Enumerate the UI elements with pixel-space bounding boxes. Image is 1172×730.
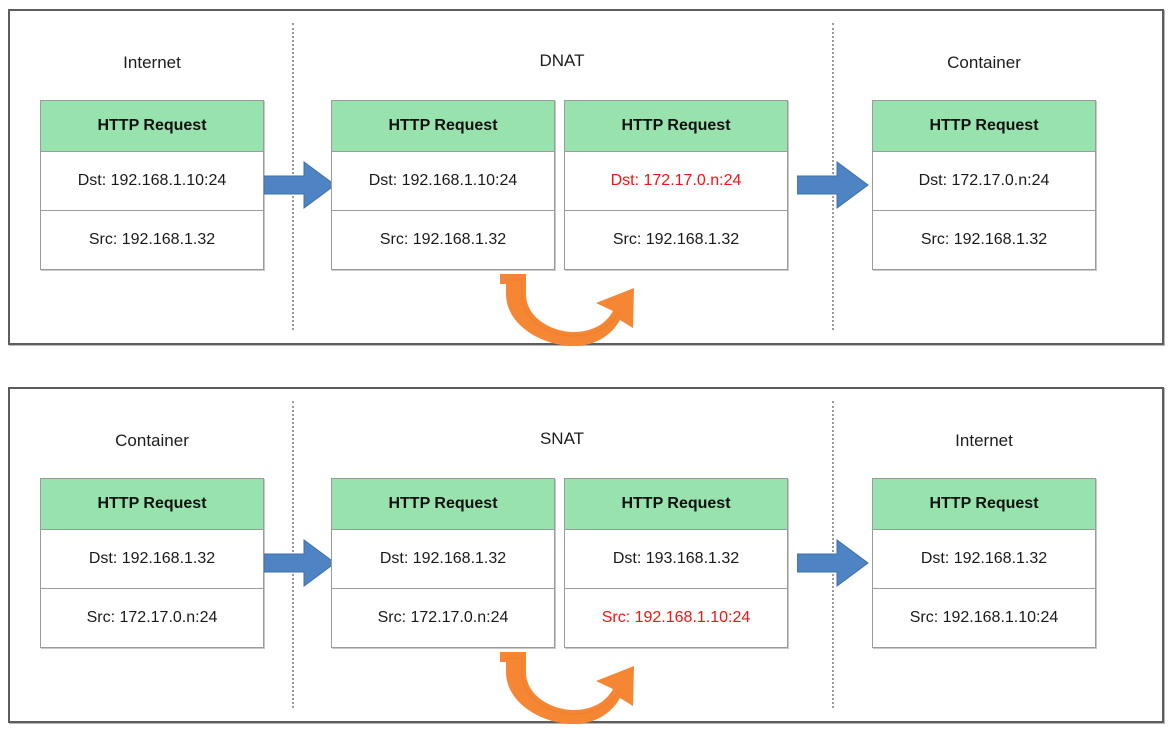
packet-card: HTTP Request Dst: 172.17.0.n:24 Src: 192… — [872, 100, 1096, 270]
card-row-dst: Dst: 192.168.1.32 — [873, 530, 1095, 589]
zone-label-container: Container — [115, 431, 189, 450]
zone-label-container: Container — [947, 53, 1021, 72]
packet-card: HTTP Request Dst: 192.168.1.32 Src: 172.… — [331, 478, 555, 648]
packet-card: HTTP Request Dst: 192.168.1.10:24 Src: 1… — [331, 100, 555, 270]
card-row-dst: Dst: 192.168.1.32 — [332, 530, 554, 589]
card-row-src-translated: Src: 192.168.1.10:24 — [565, 589, 787, 647]
card-row-dst: Dst: 192.168.1.32 — [41, 530, 263, 589]
zone-label-dnat: DNAT — [539, 51, 585, 70]
straight-right-arrow-icon — [263, 158, 336, 212]
zone-label-snat: SNAT — [539, 429, 585, 448]
panel-snat: Container SNAT Internet HTTP Request Dst… — [8, 387, 1164, 724]
card-row-dst: Dst: 193.168.1.32 — [565, 530, 787, 589]
card-header-http-request: HTTP Request — [41, 101, 263, 152]
panel-dnat: Internet DNAT Container HTTP Request Dst… — [8, 9, 1164, 346]
card-row-dst-translated: Dst: 172.17.0.n:24 — [565, 152, 787, 211]
card-row-dst: Dst: 192.168.1.10:24 — [332, 152, 554, 211]
packet-card: HTTP Request Dst: 192.168.1.32 Src: 172.… — [40, 478, 264, 648]
card-header-http-request: HTTP Request — [332, 101, 554, 152]
card-header-http-request: HTTP Request — [565, 479, 787, 530]
card-header-http-request: HTTP Request — [873, 101, 1095, 152]
zone-label-internet: Internet — [123, 53, 181, 72]
straight-right-arrow-icon — [796, 536, 869, 590]
card-row-src: Src: 172.17.0.n:24 — [41, 589, 263, 647]
card-row-src: Src: 192.168.1.32 — [873, 211, 1095, 269]
card-row-src: Src: 192.168.1.32 — [332, 211, 554, 269]
card-header-http-request: HTTP Request — [332, 479, 554, 530]
packet-card: HTTP Request Dst: 192.168.1.10:24 Src: 1… — [40, 100, 264, 270]
card-row-src: Src: 172.17.0.n:24 — [332, 589, 554, 647]
card-header-http-request: HTTP Request — [873, 479, 1095, 530]
card-header-http-request: HTTP Request — [41, 479, 263, 530]
straight-right-arrow-icon — [796, 158, 869, 212]
card-header-http-request: HTTP Request — [565, 101, 787, 152]
card-row-src: Src: 192.168.1.32 — [41, 211, 263, 269]
straight-right-arrow-icon — [263, 536, 336, 590]
curved-translation-arrow-icon — [482, 648, 642, 724]
packet-card: HTTP Request Dst: 193.168.1.32 Src: 192.… — [564, 478, 788, 648]
packet-card: HTTP Request Dst: 192.168.1.32 Src: 192.… — [872, 478, 1096, 648]
zone-label-internet: Internet — [955, 431, 1013, 450]
curved-translation-arrow-icon — [482, 270, 642, 346]
card-row-dst: Dst: 192.168.1.10:24 — [41, 152, 263, 211]
card-row-src: Src: 192.168.1.10:24 — [873, 589, 1095, 647]
card-row-src: Src: 192.168.1.32 — [565, 211, 787, 269]
card-row-dst: Dst: 172.17.0.n:24 — [873, 152, 1095, 211]
packet-card: HTTP Request Dst: 172.17.0.n:24 Src: 192… — [564, 100, 788, 270]
